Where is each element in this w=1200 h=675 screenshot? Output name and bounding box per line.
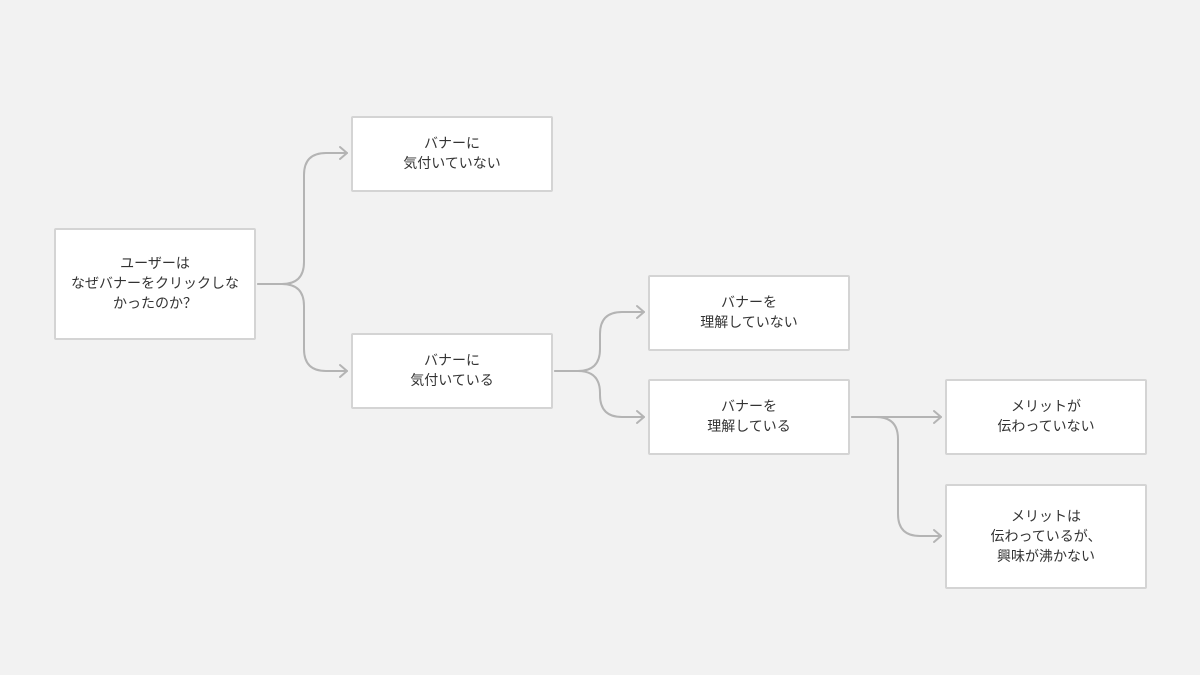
- arrowhead-merit-not-conveyed: [933, 410, 942, 424]
- node-text-line: なぜバナーをクリックしな: [71, 276, 239, 292]
- node-text-line: かったのか？: [113, 296, 197, 312]
- node-text-line: バナーを: [721, 295, 777, 311]
- arrowhead-not-understood: [636, 305, 645, 319]
- node-text-line: 理解している: [707, 419, 791, 435]
- node-not-noticed[interactable]: バナーに 気付いていない: [351, 116, 553, 192]
- node-root-question[interactable]: ユーザーは なぜバナーをクリックしな かったのか？: [54, 228, 256, 340]
- node-text-line: メリットが: [1011, 399, 1081, 415]
- connector-root-to-noticed: [257, 283, 348, 372]
- node-not-understood[interactable]: バナーを 理解していない: [648, 275, 850, 351]
- connector-noticed-to-understood: [554, 370, 645, 418]
- node-text-line: バナーに: [424, 353, 480, 369]
- node-understood[interactable]: バナーを 理解している: [648, 379, 850, 455]
- node-text-line: 気付いていない: [403, 156, 501, 172]
- node-text-line: バナーを: [721, 399, 777, 415]
- arrowhead-merit-no-interest: [933, 529, 942, 543]
- node-text-line: 理解していない: [700, 315, 798, 331]
- node-text-line: 伝わっていない: [997, 419, 1095, 435]
- node-text-line: バナーに: [424, 136, 480, 152]
- connector-noticed-to-not-understood: [554, 311, 645, 372]
- arrowhead-not-noticed: [339, 146, 348, 160]
- connector-root-to-not-noticed: [257, 152, 348, 285]
- node-text-line: メリットは: [1011, 508, 1081, 525]
- arrowhead-understood: [636, 410, 645, 424]
- connector-understood-to-merit-no-interest: [851, 416, 942, 537]
- node-merit-no-interest[interactable]: メリットは 伝わっているが、 興味が沸かない: [945, 484, 1147, 589]
- node-text-line: ユーザーは: [120, 256, 190, 272]
- node-merit-not-conveyed[interactable]: メリットが 伝わっていない: [945, 379, 1147, 455]
- arrowhead-noticed: [339, 364, 348, 378]
- node-text-line: 気付いている: [410, 373, 494, 389]
- node-text-line: 興味が沸かない: [997, 548, 1095, 565]
- node-noticed[interactable]: バナーに 気付いている: [351, 333, 553, 409]
- node-text-line: 伝わっているが、: [990, 528, 1102, 545]
